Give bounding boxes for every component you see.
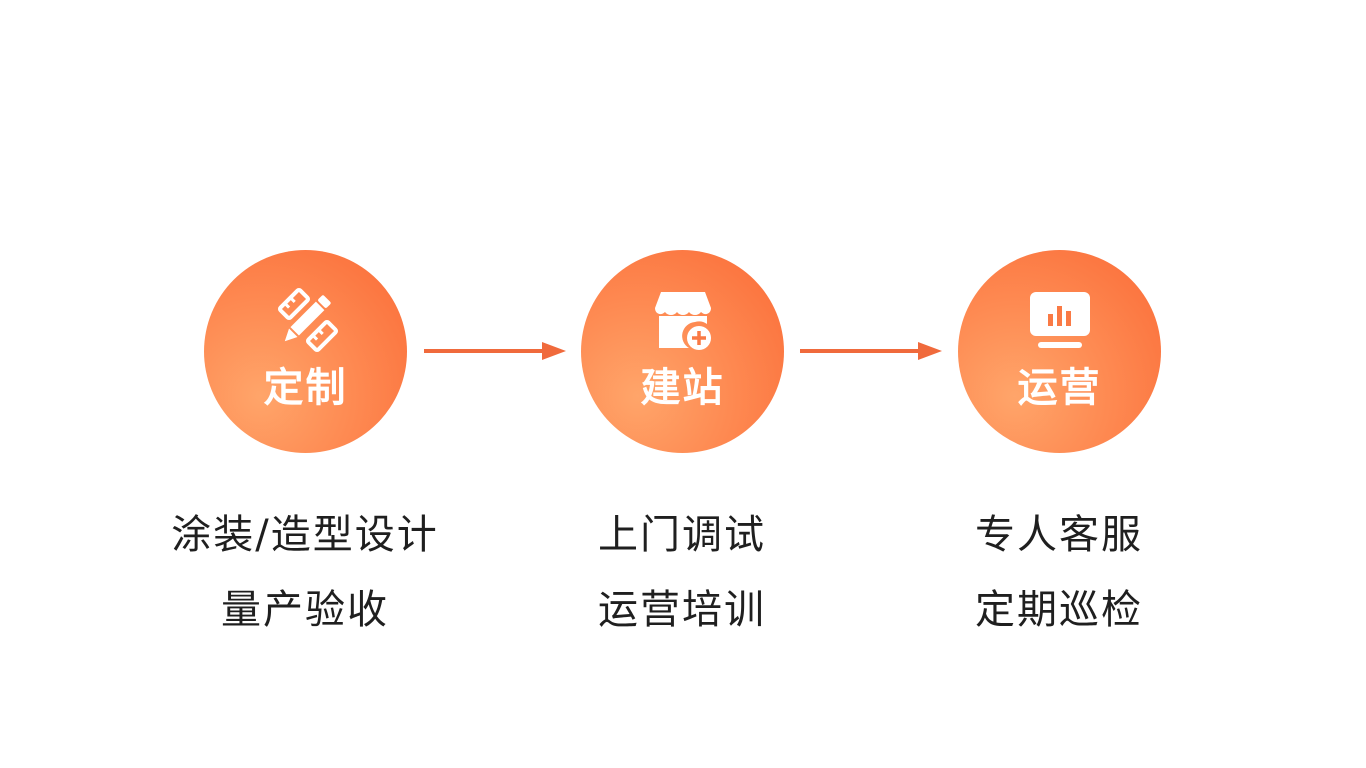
pencil-ruler-icon: [277, 287, 338, 353]
description-line: 运营培训: [598, 587, 766, 633]
description-line: 上门调试: [598, 512, 766, 558]
description-line: 量产验收: [221, 587, 389, 633]
step-title: 运营: [1017, 365, 1102, 411]
step-title: 定制: [263, 365, 348, 411]
monitor-chart-icon: [1029, 292, 1090, 348]
description-line: 专人客服: [975, 512, 1143, 558]
description-line: 定期巡检: [975, 587, 1143, 633]
description-line: 涂装/造型设计: [171, 512, 439, 558]
store-plus-icon: [654, 292, 711, 350]
arrow-right-icon: [424, 342, 566, 360]
arrow-right-icon: [800, 342, 942, 360]
step-description-operate: 专人客服 定期巡检: [879, 498, 1239, 648]
step-description-build-site: 上门调试 运营培训: [502, 498, 862, 648]
step-title: 建站: [640, 365, 725, 411]
step-description-customize: 涂装/造型设计 量产验收: [125, 498, 485, 648]
step-circle-build-site: 建站: [581, 250, 784, 453]
step-circle-customize: 定制: [204, 250, 407, 453]
step-circle-operate: 运营: [958, 250, 1161, 453]
